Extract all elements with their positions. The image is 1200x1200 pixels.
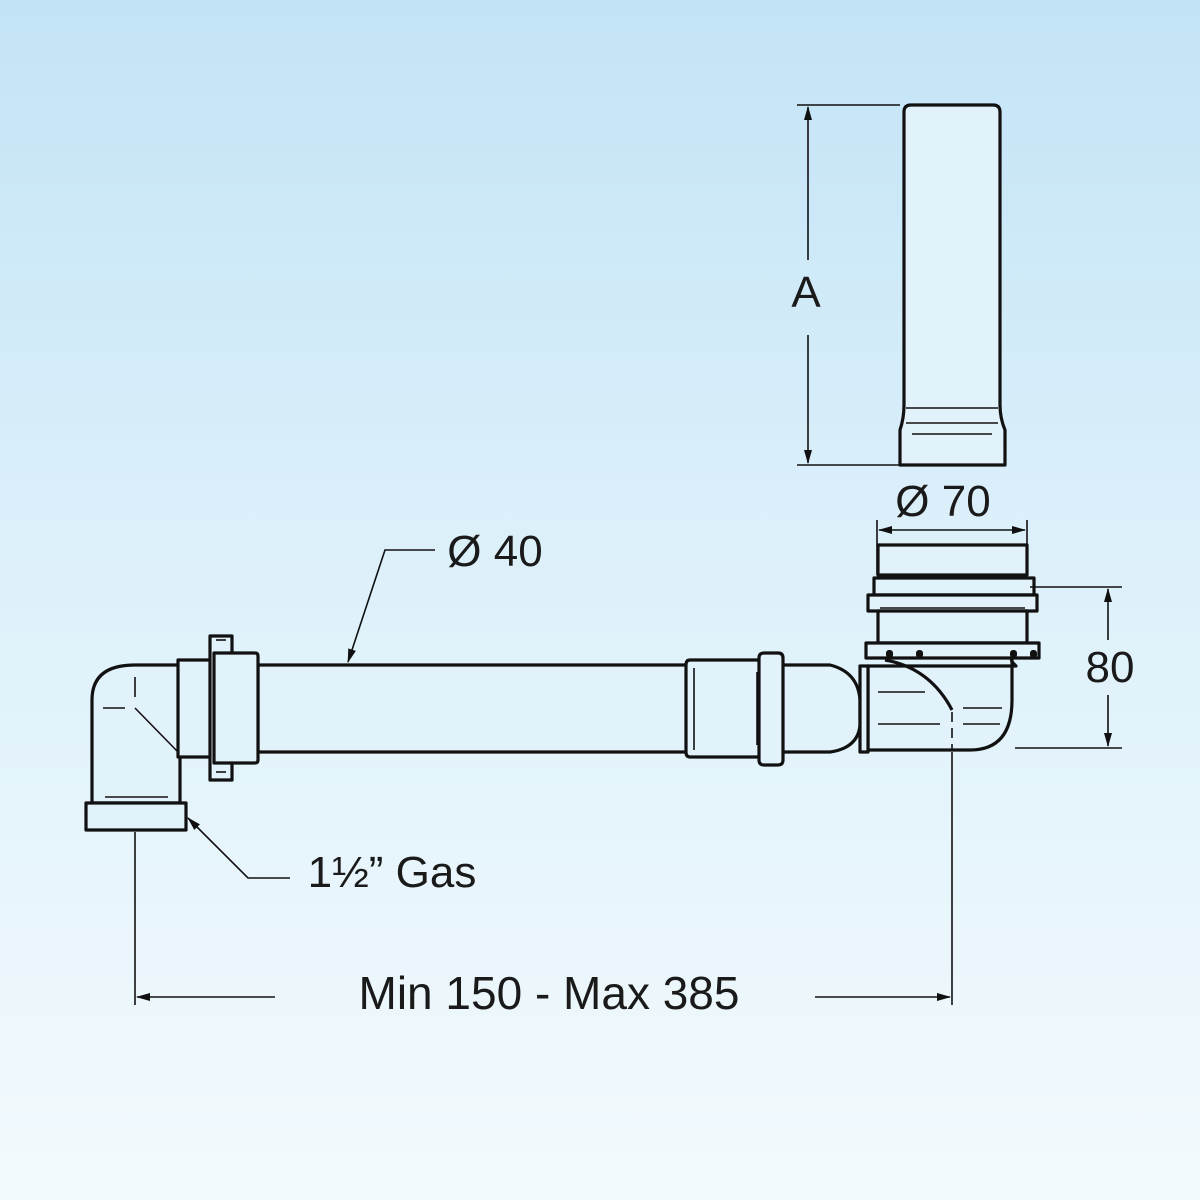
bolt-heads — [886, 650, 1037, 658]
trap-body — [864, 543, 1041, 752]
dimension-80 — [1015, 586, 1122, 749]
horizontal-pipe — [256, 651, 870, 767]
standpipe — [898, 103, 1007, 467]
label-d70: Ø 70 — [895, 477, 991, 526]
dimension-length — [134, 752, 953, 1005]
label-d40: Ø 40 — [447, 527, 543, 576]
dimension-a — [797, 104, 900, 466]
label-thread: 1½” Gas — [307, 848, 477, 897]
label-80: 80 — [1085, 643, 1135, 692]
label-length: Min 150 - Max 385 — [358, 967, 740, 1019]
leader-d40 — [347, 549, 435, 663]
label-a: A — [791, 268, 821, 317]
leader-thread — [187, 817, 290, 879]
left-elbow — [84, 634, 260, 832]
